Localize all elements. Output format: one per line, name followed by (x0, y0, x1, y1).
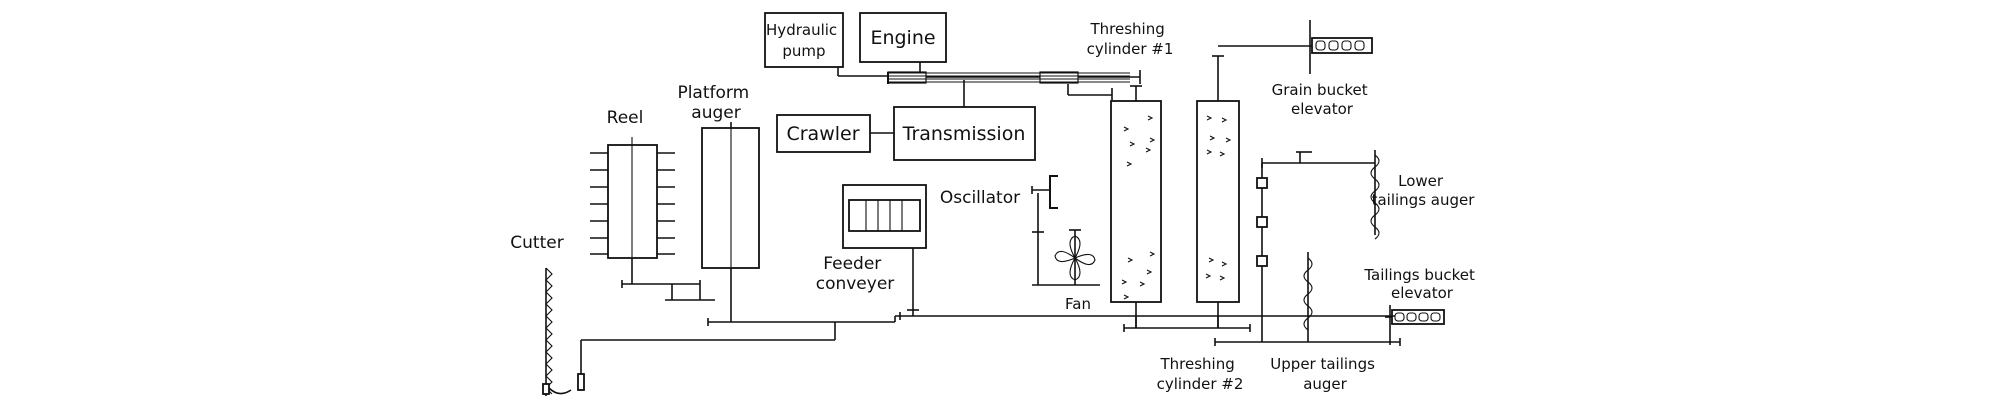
main-lower-shaft (895, 312, 1401, 346)
threshing-cylinder-1-label-line2: cylinder #1 (1087, 40, 1174, 58)
svg-text:Hydraulic pump: Hydraulic pump (766, 21, 842, 60)
top-drive-shaft (887, 70, 1141, 100)
svg-text:Platform auger: Platform auger (677, 83, 754, 123)
reel-label: Reel (607, 108, 644, 128)
svg-text:Tailings bucket elevator: Tailings bucket elevator (1363, 266, 1479, 302)
threshing-cylinder-1: Threshing cylinder #1 (1087, 20, 1174, 328)
tailings-bucket-elevator: Tailings bucket elevator (1363, 266, 1479, 345)
grain-bucket-elevator-label-line1: Grain bucket (1272, 81, 1368, 99)
platform-auger-label-line1: Platform (677, 83, 749, 103)
lower-tailings-auger-label-line2: tailings auger (1372, 191, 1476, 209)
hydraulic-pump: Hydraulic pump (764, 12, 888, 77)
feeder-conveyer-label-line1: Feeder (823, 254, 881, 274)
transmission-label: Transmission (902, 123, 1026, 145)
svg-text:Lower tailings auger: Lower tailings auger (1372, 172, 1476, 209)
lower-tailings-auger: Lower tailings auger (1261, 150, 1476, 240)
oscillator-label: Oscillator (940, 188, 1020, 208)
threshing-cylinder-2-label-line1: Threshing (1159, 355, 1234, 373)
platform-auger-label-line2: auger (691, 103, 740, 123)
upper-tailings-auger: Upper tailings auger (1270, 252, 1379, 393)
grain-bucket-elevator: Grain bucket elevator (1218, 20, 1373, 118)
fan-label: Fan (1065, 295, 1091, 313)
feeder-conveyer: Feeder conveyer (816, 184, 927, 316)
upper-tailings-auger-label-line1: Upper tailings (1270, 355, 1375, 373)
vertical-drive-chain (1256, 163, 1268, 330)
svg-text:Threshing cylinder #1: Threshing cylinder #1 (1087, 20, 1174, 58)
cutter: Cutter (510, 233, 896, 396)
threshing-cylinder-1-label-line1: Threshing (1089, 20, 1164, 38)
crawler: Crawler (776, 114, 894, 153)
grain-bucket-elevator-label-line2: elevator (1291, 100, 1354, 118)
feeder-conveyer-label-line2: conveyer (816, 274, 895, 294)
upper-tailings-auger-label-line2: auger (1303, 375, 1347, 393)
reel: Reel (590, 108, 715, 301)
svg-text:Feeder conveyer: Feeder conveyer (816, 254, 895, 294)
tailings-bucket-elevator-label-line2: elevator (1391, 284, 1454, 302)
cutter-label: Cutter (510, 233, 563, 253)
engine-label: Engine (870, 27, 935, 49)
fan: Fan (1054, 229, 1096, 313)
svg-text:Threshing cylinder #2: Threshing cylinder #2 (1157, 355, 1244, 393)
crawler-label: Crawler (786, 123, 859, 145)
lower-tailings-auger-label-line1: Lower (1398, 172, 1444, 190)
oscillator: Oscillator (940, 175, 1100, 286)
svg-text:Grain bucket elevator: Grain bucket elevator (1272, 81, 1373, 118)
tailings-bucket-elevator-label-line1: Tailings bucket (1363, 266, 1475, 284)
threshing-cylinder-2: Threshing cylinder #2 (1157, 55, 1244, 393)
svg-text:Upper tailings auger: Upper tailings auger (1270, 355, 1379, 393)
threshing-cylinder-2-label-line2: cylinder #2 (1157, 375, 1244, 393)
platform-auger: Platform auger (677, 83, 830, 326)
transmission: Transmission (893, 80, 1036, 161)
hydraulic-pump-label-line1: Hydraulic (766, 21, 837, 39)
engine: Engine (859, 12, 947, 72)
hydraulic-pump-label-line2: pump (782, 42, 825, 60)
